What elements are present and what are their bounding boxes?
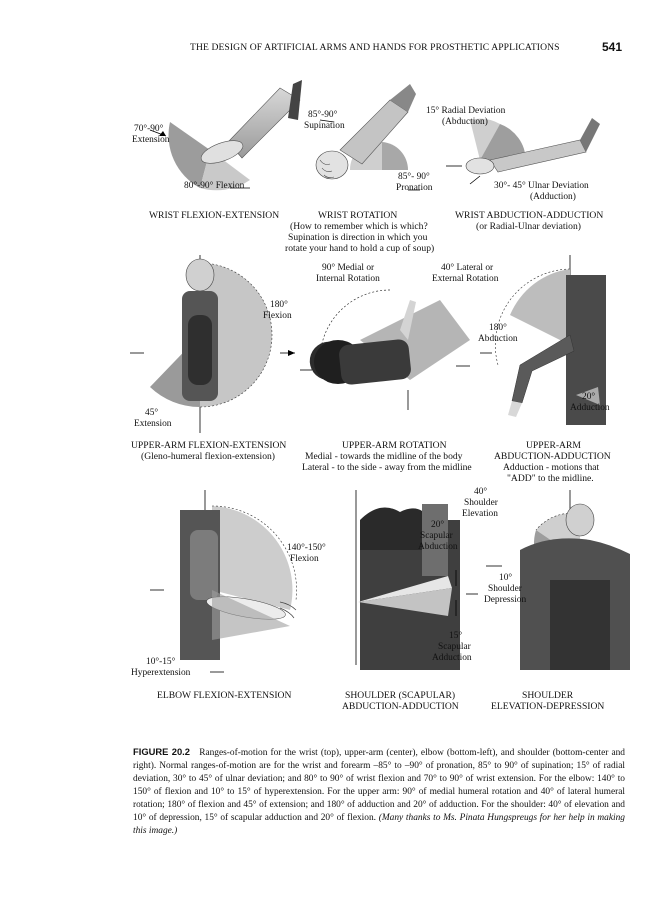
scapular-add-word1: Scapular	[438, 642, 471, 652]
hyperextension-word: Hyperextension	[131, 668, 191, 678]
upper-abduction-caption2: ABDUCTION-ADDUCTION	[494, 451, 611, 462]
upper-rotation-sub1: Medial - towards the midline of the body	[305, 451, 463, 462]
upper-arm-abduction-illustration	[480, 255, 606, 425]
supination-range: 85°-90°	[308, 110, 338, 120]
wrist-rotation-caption: WRIST ROTATION	[318, 210, 398, 221]
hyperextension-range: 10°-15°	[146, 657, 176, 667]
elbow-flexion-word: Flexion	[290, 554, 319, 564]
wrist-extension-word: Extension	[132, 135, 170, 145]
wrist-extension-range: 70°-90°	[134, 124, 164, 134]
figure-label: FIGURE 20.2	[133, 746, 190, 757]
elbow-flexion-range: 140°-150°	[287, 543, 326, 553]
scapular-abd-deg: 20°	[431, 520, 445, 530]
upper-arm-flexion-illustration	[130, 255, 295, 433]
wrist-abduction-caption: WRIST ABDUCTION-ADDUCTION	[455, 210, 604, 221]
upper-rotation-caption: UPPER-ARM ROTATION	[342, 440, 447, 451]
upper-abduction-sub2: "ADD" to the midline.	[507, 473, 594, 484]
figure-thanks: (Many thanks to Ms. Pinata Hungspreugs f…	[133, 813, 625, 836]
scapular-illustration	[355, 490, 478, 670]
depression-word1: Shoulder	[488, 584, 522, 594]
upper-extension-deg: 45°	[145, 408, 159, 418]
pronation-word: Pronation	[396, 183, 433, 193]
scapular-caption1: SHOULDER (SCAPULAR)	[345, 690, 456, 701]
medial-rotation-line1: 90° Medial or	[322, 263, 375, 273]
lateral-rotation-line2: External Rotation	[432, 274, 499, 284]
upper-abduction-caption1: UPPER-ARM	[526, 440, 581, 451]
figure-caption: FIGURE 20.2 Ranges-of-motion for the wri…	[133, 745, 625, 838]
scapular-abd-word1: Scapular	[420, 531, 453, 541]
radial-deviation-line1: 15° Radial Deviation	[426, 106, 506, 116]
shoulder-elev-caption1: SHOULDER	[522, 690, 574, 701]
page-number: 541	[601, 40, 622, 54]
wrist-abduction-sub: (or Radial-Ulnar deviation)	[476, 221, 581, 232]
upper-flexion-caption: UPPER-ARM FLEXION-EXTENSION	[131, 440, 287, 451]
abduction-word: Abduction	[478, 334, 518, 344]
running-header: THE DESIGN OF ARTIFICIAL ARMS AND HANDS …	[190, 40, 622, 56]
shoulder-elevation-illustration	[486, 490, 630, 670]
elbow-flexion-illustration	[150, 490, 297, 673]
wrist-rotation-sub2: Supination is direction in which you	[288, 232, 428, 243]
upper-flexion-word: Flexion	[263, 311, 292, 321]
medial-rotation-line2: Internal Rotation	[316, 274, 380, 284]
elbow-caption: ELBOW FLEXION-EXTENSION	[157, 690, 292, 701]
abduction-deg: 180°	[489, 323, 507, 333]
upper-extension-word: Extension	[134, 419, 172, 429]
supination-word: Supination	[304, 121, 345, 131]
upper-rotation-sub2: Lateral - to the side - away from the mi…	[302, 462, 472, 473]
depression-word2: Depression	[484, 595, 527, 605]
ulnar-deviation-line1: 30°- 45° Ulnar Deviation	[494, 181, 589, 191]
wrist-flexion-label: 80°-90° Flexion	[184, 181, 245, 191]
figure-caption-text: Ranges-of-motion for the wrist (top), up…	[133, 748, 625, 823]
wrist-flexion-extension-illustration	[149, 80, 302, 191]
pronation-range: 85°- 90°	[398, 172, 430, 182]
scapular-add-deg: 15°	[449, 631, 463, 641]
upper-flexion-deg: 180°	[270, 300, 288, 310]
wrist-rotation-illustration	[315, 84, 420, 191]
lateral-rotation-line1: 40° Lateral or	[441, 263, 494, 273]
elevation-deg: 40°	[474, 487, 488, 497]
scapular-add-word2: Adduction	[432, 653, 472, 663]
radial-deviation-line2: (Abduction)	[442, 117, 488, 127]
adduction-word: Adduction	[570, 403, 610, 413]
upper-arm-rotation-illustration	[300, 289, 470, 410]
wrist-rotation-sub3: rotate your hand to hold a cup of soup)	[285, 243, 435, 254]
adduction-deg: 20°	[582, 392, 596, 402]
upper-flexion-sub: (Gleno-humeral flexion-extension)	[141, 451, 275, 462]
wrist-abduction-illustration	[446, 118, 600, 185]
ulnar-deviation-line2: (Adduction)	[530, 192, 576, 202]
depression-deg: 10°	[499, 573, 513, 583]
elevation-word1: Shoulder	[464, 498, 498, 508]
upper-abduction-sub1: Adduction - motions that	[503, 462, 600, 473]
wrist-rotation-sub1: (How to remember which is which?	[290, 221, 428, 232]
running-title: THE DESIGN OF ARTIFICIAL ARMS AND HANDS …	[190, 42, 560, 53]
scapular-caption2: ABDUCTION-ADDUCTION	[342, 701, 459, 712]
elevation-word2: Elevation	[462, 509, 498, 519]
scapular-abd-word2: Abduction	[418, 542, 458, 552]
wrist-flexion-caption: WRIST FLEXION-EXTENSION	[149, 210, 280, 221]
shoulder-elev-caption2: ELEVATION-DEPRESSION	[491, 701, 605, 712]
